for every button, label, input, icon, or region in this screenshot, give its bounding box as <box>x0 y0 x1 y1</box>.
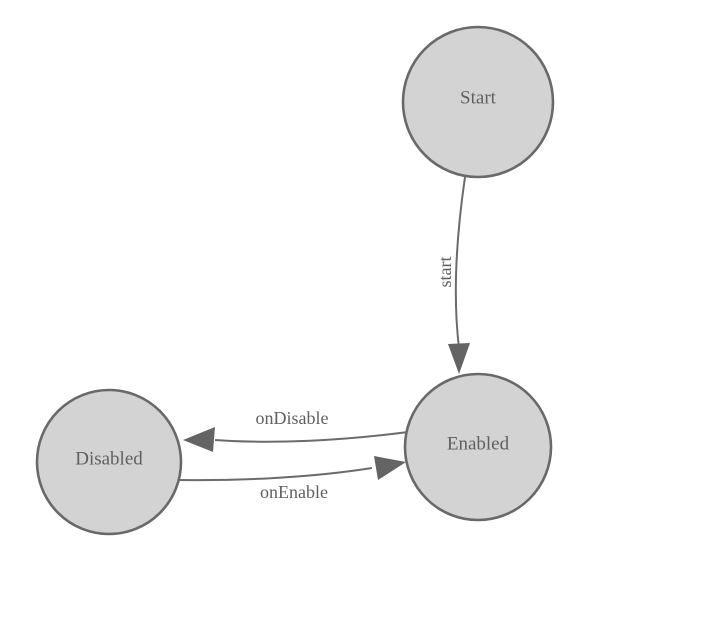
edge-label-start: start <box>435 257 455 288</box>
node-disabled[interactable]: Disabled <box>35 388 183 536</box>
arrowhead-right-icon <box>374 456 406 480</box>
edge-enabled-to-disabled-path <box>214 431 409 443</box>
arrowhead-down-icon <box>448 343 470 374</box>
node-start[interactable]: Start <box>401 25 555 179</box>
edge-disabled-to-enabled-path <box>178 467 373 482</box>
node-enabled[interactable]: Enabled <box>403 372 553 522</box>
edge-label-onenable: onEnable <box>260 482 328 502</box>
node-enabled-label: Enabled <box>447 433 510 454</box>
edge-enabled-to-disabled[interactable]: onDisable <box>183 408 409 452</box>
node-start-label: Start <box>460 87 497 108</box>
arrowhead-left-icon <box>183 427 215 452</box>
node-disabled-label: Disabled <box>75 448 143 469</box>
edge-disabled-to-enabled[interactable]: onEnable <box>178 456 406 502</box>
node-enabled-circle <box>403 372 553 522</box>
edge-label-ondisable: onDisable <box>256 408 329 428</box>
edge-start-to-enabled-path <box>454 176 466 349</box>
node-start-circle <box>401 25 555 179</box>
edge-start-to-enabled[interactable]: start <box>435 176 470 374</box>
node-disabled-circle <box>35 388 183 536</box>
